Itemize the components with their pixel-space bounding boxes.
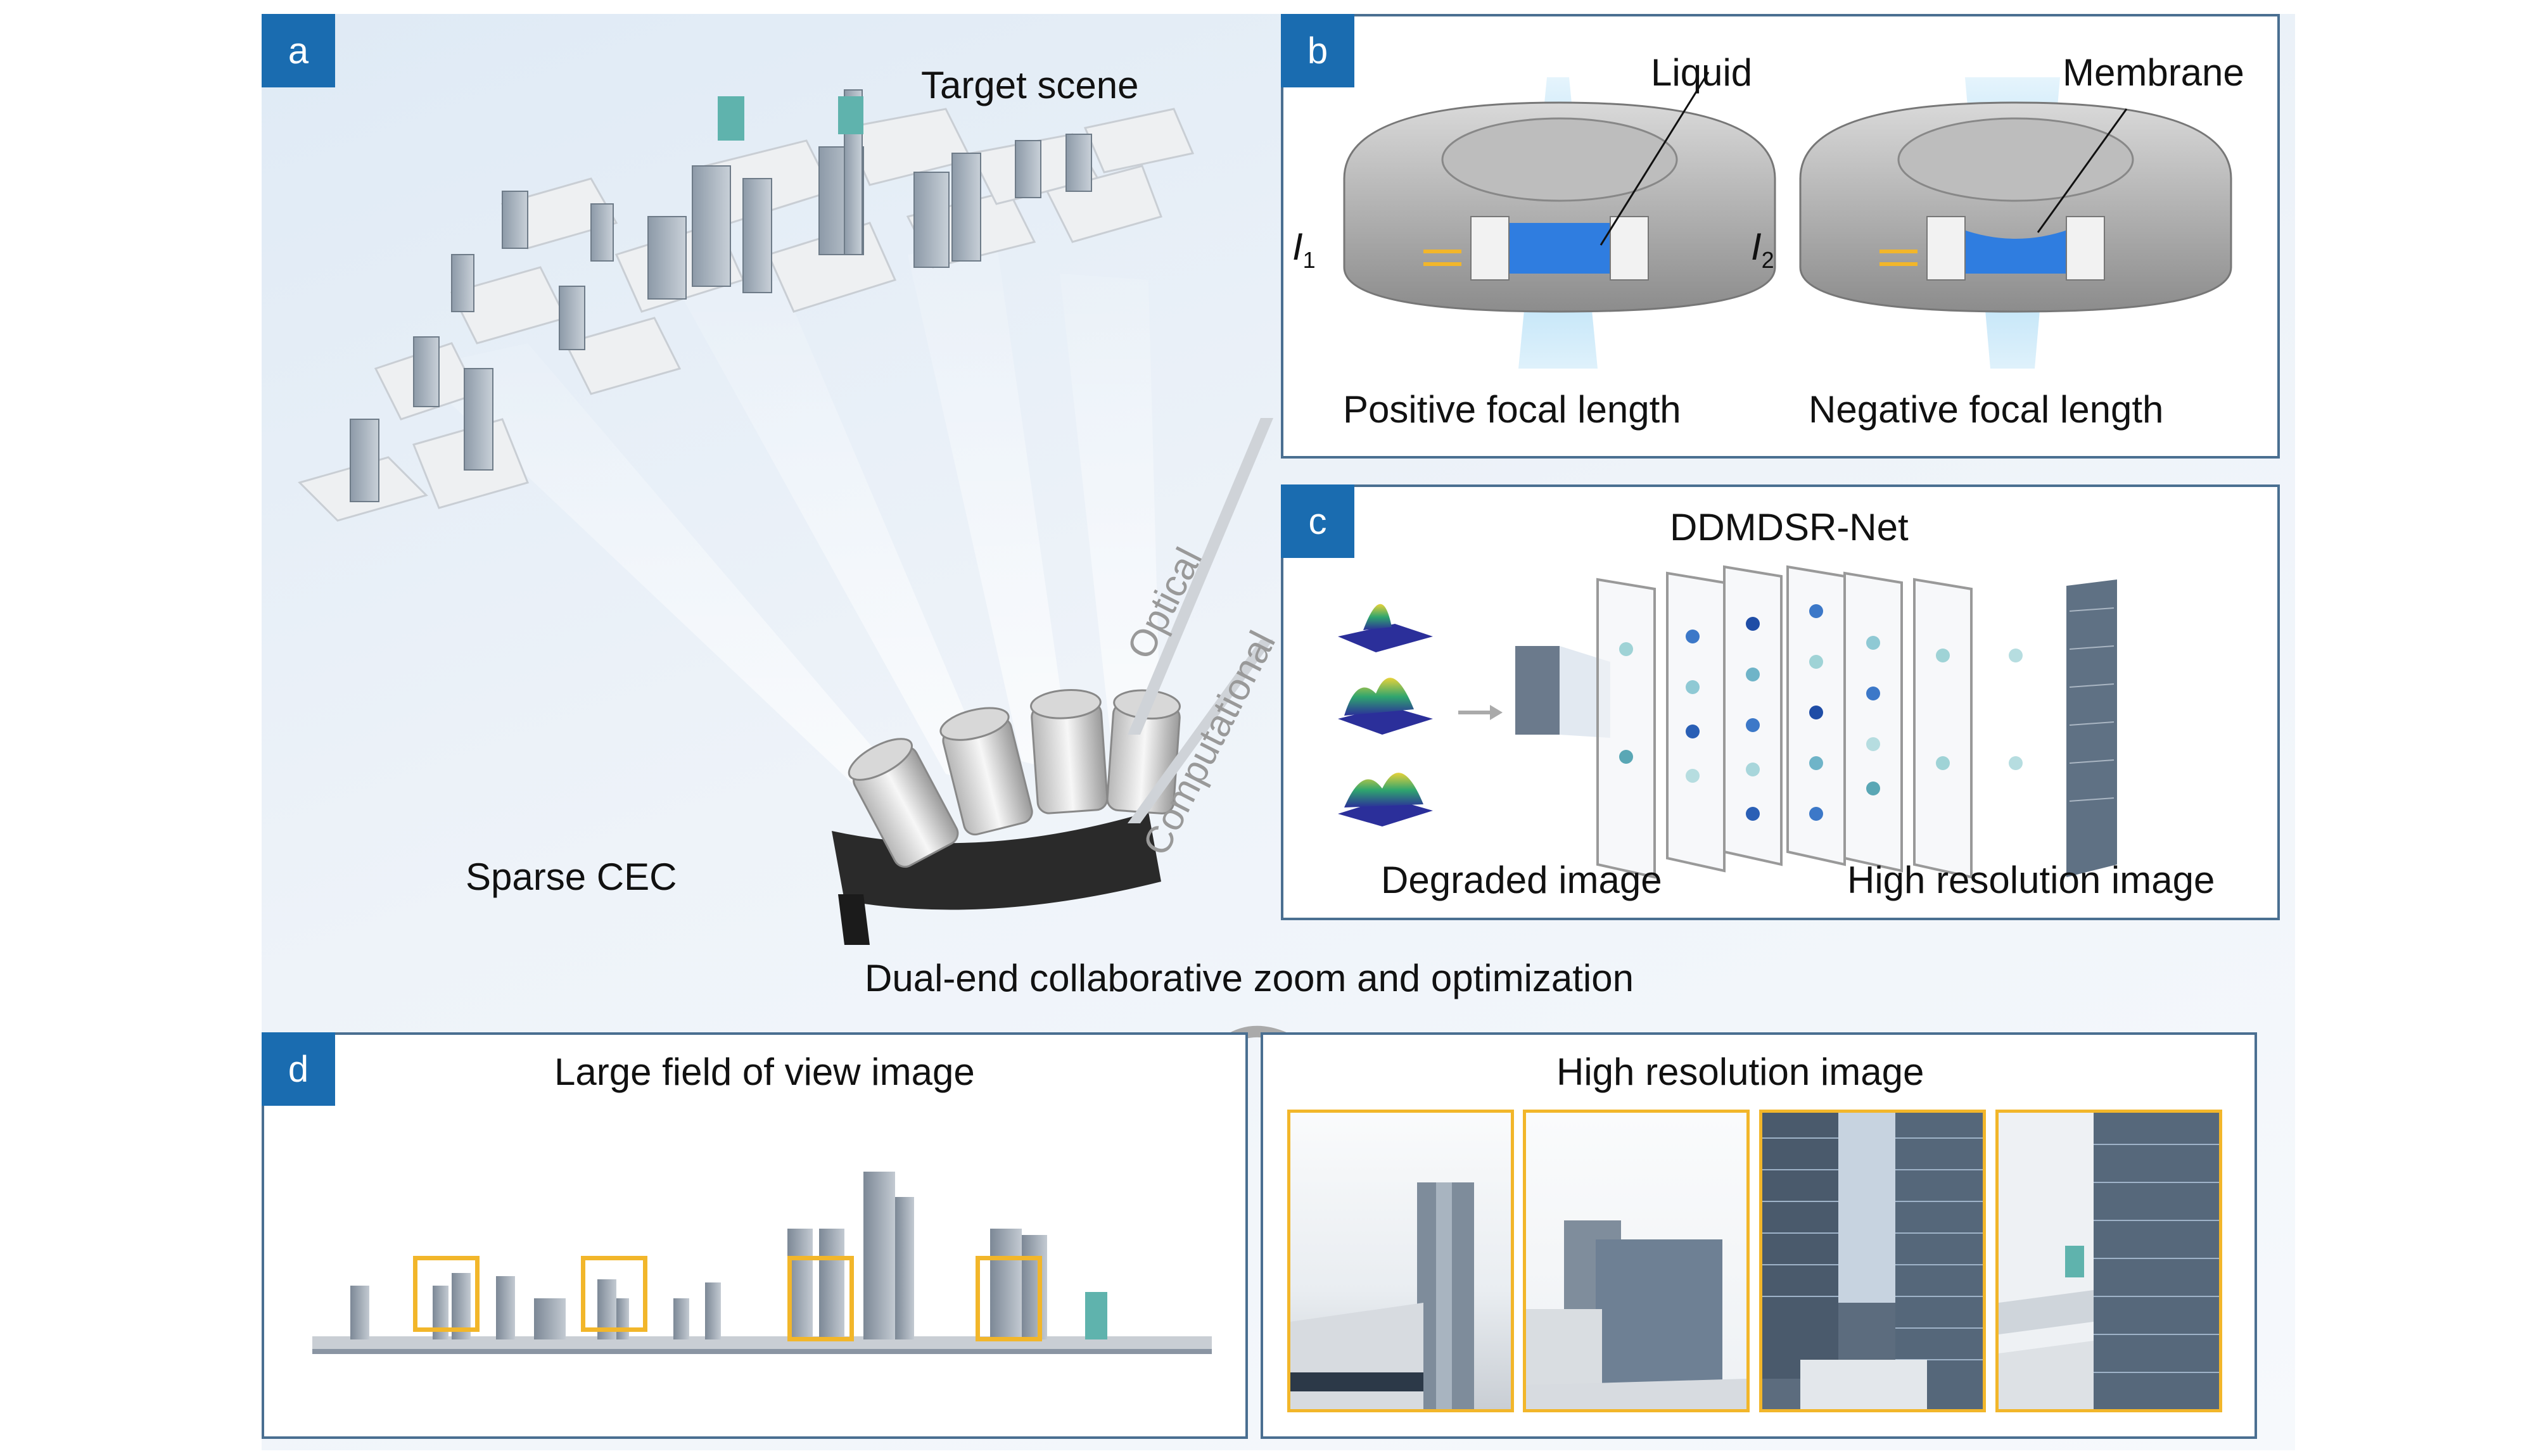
building bbox=[590, 203, 614, 262]
network-layer bbox=[1666, 571, 1726, 873]
target-scene-label: Target scene bbox=[921, 64, 1139, 106]
building bbox=[647, 216, 687, 300]
psf-surface bbox=[1338, 624, 1433, 652]
building-teal bbox=[838, 96, 863, 134]
building bbox=[692, 165, 731, 287]
panel-a-letter: a bbox=[262, 14, 335, 87]
building bbox=[451, 254, 474, 312]
building bbox=[1022, 1235, 1047, 1339]
liquid-lens-cross-sections bbox=[1343, 72, 2232, 369]
panel-c-letter: c bbox=[1281, 484, 1354, 558]
negative-lens bbox=[1799, 77, 2232, 369]
light-beam bbox=[414, 343, 933, 818]
building bbox=[863, 1172, 895, 1339]
current-i1-label: I1 bbox=[1292, 225, 1316, 273]
hr-thumb-4 bbox=[1995, 1110, 2222, 1412]
sparse-cec-label: Sparse CEC bbox=[466, 856, 677, 898]
hr-title: High resolution image bbox=[1556, 1051, 1924, 1093]
hr-thumb-3 bbox=[1759, 1110, 1986, 1412]
building bbox=[559, 286, 585, 350]
building bbox=[1015, 140, 1041, 198]
building bbox=[350, 1286, 369, 1339]
panel-d-letter: d bbox=[262, 1032, 335, 1106]
ddmdsr-net-title: DDMDSR-Net bbox=[1670, 506, 1909, 548]
psf-surface bbox=[1344, 773, 1423, 807]
zoom-box-3 bbox=[787, 1256, 854, 1341]
building bbox=[350, 419, 379, 502]
positive-focal-label: Positive focal length bbox=[1343, 388, 1681, 431]
psf-surface bbox=[1344, 678, 1414, 716]
building bbox=[705, 1282, 721, 1339]
building-teal bbox=[1085, 1292, 1107, 1339]
city-scene-illustration bbox=[298, 89, 1195, 945]
dual-end-caption: Dual-end collaborative zoom and optimiza… bbox=[865, 957, 1634, 999]
lens-array bbox=[832, 689, 1181, 945]
building bbox=[496, 1276, 515, 1339]
psf-surface bbox=[1363, 604, 1392, 630]
panel-d-lfov bbox=[262, 1032, 1248, 1439]
lfov-title: Large field of view image bbox=[554, 1051, 975, 1093]
building bbox=[502, 191, 528, 249]
light-beam bbox=[908, 242, 1072, 774]
panel-b-letter: b bbox=[1281, 14, 1354, 87]
degraded-image-label: Degraded image bbox=[1381, 859, 1662, 901]
building bbox=[1065, 134, 1092, 192]
network-layer bbox=[1723, 565, 1783, 866]
building bbox=[534, 1298, 566, 1339]
light-beam bbox=[1060, 274, 1161, 755]
building bbox=[951, 153, 981, 262]
hr-thumb-1 bbox=[1287, 1110, 1514, 1412]
psf-surface bbox=[1338, 798, 1433, 826]
building-teal bbox=[718, 96, 744, 141]
degraded-thumb bbox=[1515, 646, 1560, 735]
building bbox=[464, 368, 493, 471]
membrane-label: Membrane bbox=[2063, 51, 2244, 94]
network-layer bbox=[1596, 578, 1656, 879]
positive-lens bbox=[1343, 72, 1776, 369]
zoom-box-4 bbox=[976, 1256, 1042, 1341]
hr-thumb-2 bbox=[1523, 1110, 1750, 1412]
lfov-skyline bbox=[312, 1172, 1212, 1354]
optical-computational-divider bbox=[1128, 418, 1273, 823]
building bbox=[913, 172, 950, 268]
building bbox=[413, 336, 440, 407]
network-diagram bbox=[1338, 565, 2117, 879]
building bbox=[990, 1229, 1022, 1339]
zoom-box-2 bbox=[581, 1256, 647, 1332]
network-layer bbox=[1913, 578, 1973, 879]
network-layer bbox=[1843, 571, 1903, 873]
building bbox=[819, 1229, 844, 1339]
light-beam bbox=[680, 280, 996, 787]
building bbox=[895, 1197, 914, 1339]
negative-focal-label: Negative focal length bbox=[1809, 388, 2164, 431]
liquid-label: Liquid bbox=[1651, 51, 1753, 94]
zoom-box-1 bbox=[413, 1256, 480, 1332]
current-i2-label: I2 bbox=[1751, 225, 1774, 273]
high-res-image-label-c: High resolution image bbox=[1847, 859, 2215, 901]
building bbox=[742, 178, 772, 293]
high-res-thumb bbox=[2066, 579, 2117, 877]
building bbox=[673, 1298, 689, 1339]
